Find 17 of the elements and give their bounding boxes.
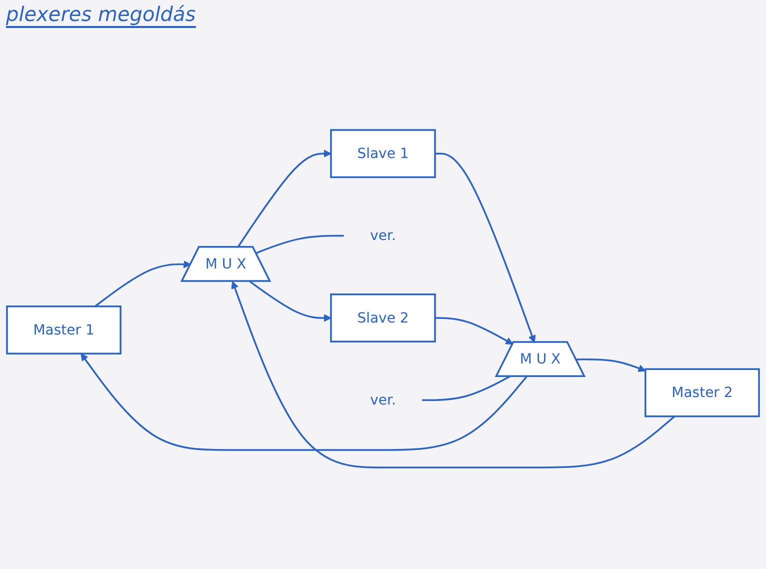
node-box: Slave 1 [330,129,436,178]
title: plexeres megoldás [6,2,196,28]
arrow [231,281,676,469]
arrow [249,281,332,322]
node-box: Master 1 [6,306,122,355]
arrow [576,358,646,372]
node-text: ver. [370,227,396,244]
node-box: Slave 2 [330,294,436,343]
node-text: ver. [370,392,396,408]
arrow [94,260,192,308]
arrow [435,317,514,345]
arrow [80,354,528,452]
connector [422,376,510,402]
node-box: Master 2 [644,368,760,418]
arrow [237,150,332,248]
arrow [435,153,536,344]
connector [256,235,344,254]
